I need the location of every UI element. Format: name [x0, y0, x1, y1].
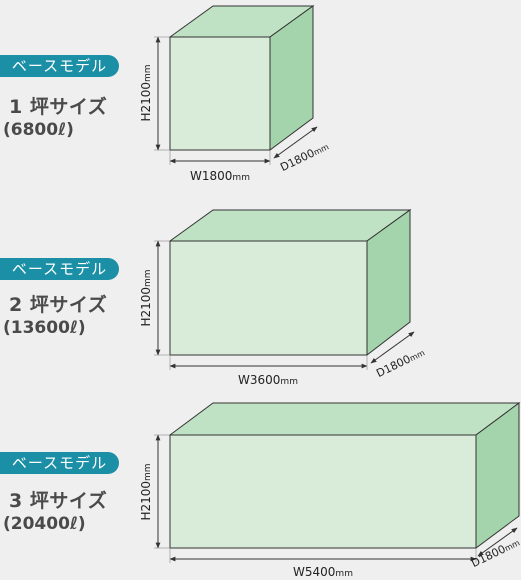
box-3-front-face: [169, 434, 477, 549]
volume-2: (13600ℓ): [3, 318, 86, 338]
box-2-width-label: W3600mm: [238, 373, 298, 387]
box-1-depth-dimension: [273, 126, 318, 159]
box-3-width-label: W5400mm: [293, 565, 353, 579]
size-name-1: 1 坪サイズ: [9, 96, 108, 118]
box-1: H2100mm W1800mm D1800mm: [139, 5, 331, 183]
box-2: H2100mm W3600mm D1800mm: [139, 209, 427, 387]
size-name-2: 2 坪サイズ: [9, 294, 108, 316]
box-3-top-face: [168, 402, 521, 436]
box-3-height-label: H2100mm: [139, 463, 153, 520]
box-1-width-label: W1800mm: [190, 169, 250, 183]
box-1-height-label: H2100mm: [139, 64, 153, 121]
box-2-front-face: [169, 240, 368, 356]
box-3-depth-dimension: [477, 527, 518, 557]
base-model-badge-3: ベースモデル: [0, 452, 119, 474]
box-1-front-face: [169, 36, 271, 151]
size-name-3: 3 坪サイズ: [9, 490, 108, 512]
box-2-depth-dimension: [370, 331, 415, 364]
box-2-height-label: H2100mm: [139, 269, 153, 326]
box-3: H2100mm W5400mm D1800mm: [139, 402, 521, 579]
base-model-badge-1: ベースモデル: [0, 55, 119, 77]
volume-3: (20400ℓ): [3, 514, 86, 534]
volume-1: (6800ℓ): [3, 120, 74, 140]
box-1-depth-label: D1800mm: [278, 140, 331, 175]
base-model-badge-2: ベースモデル: [0, 258, 119, 280]
box-2-depth-label: D1800mm: [374, 346, 427, 381]
